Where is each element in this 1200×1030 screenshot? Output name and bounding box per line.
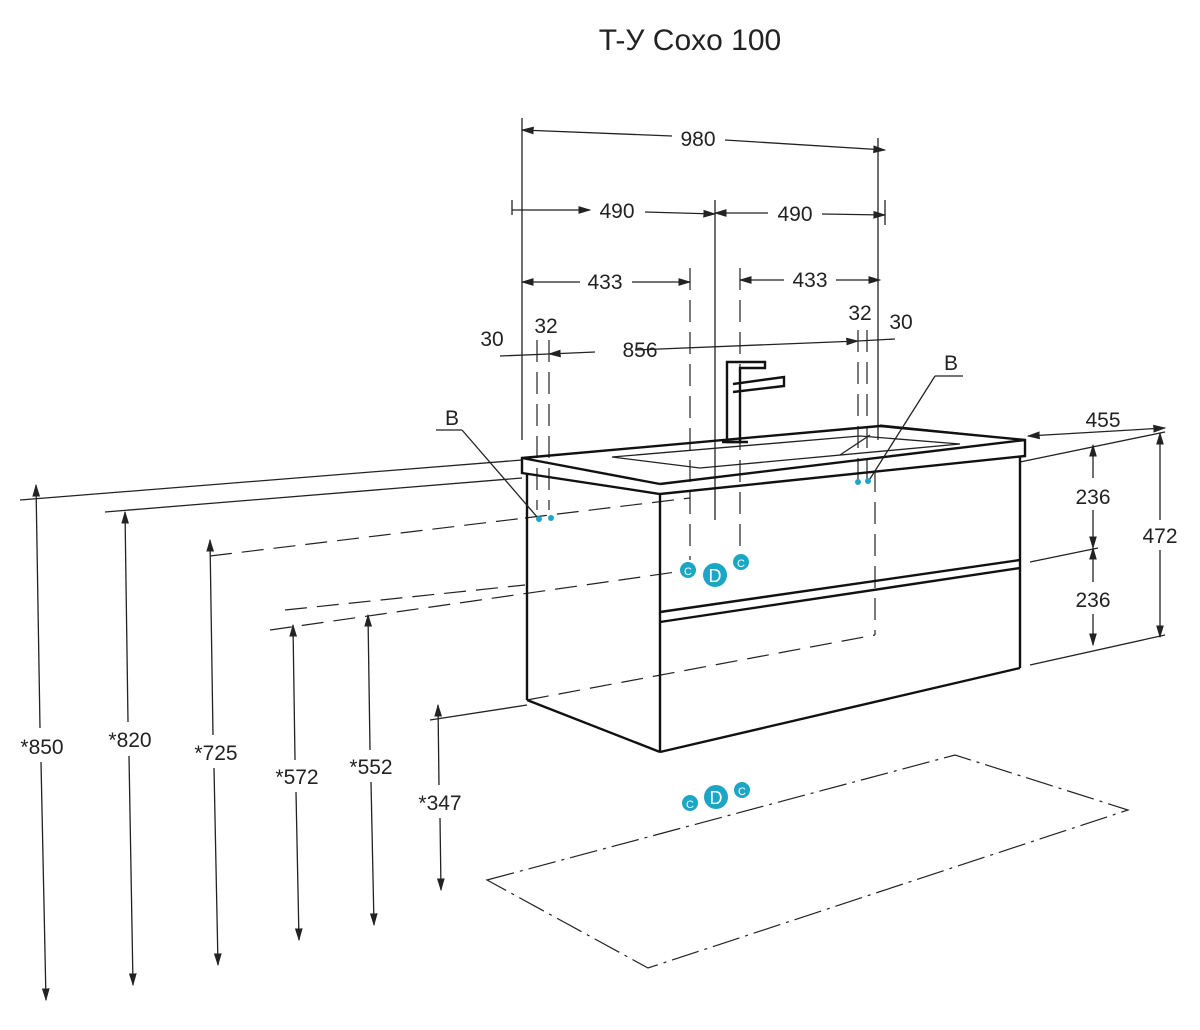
- dim-820: *820: [108, 729, 151, 752]
- dim-347: *347: [418, 792, 461, 815]
- svg-text:C: C: [684, 566, 692, 578]
- dim-572: *572: [275, 766, 318, 789]
- dim-433-left: 433: [587, 271, 622, 294]
- dim-490-right: 490: [777, 203, 812, 226]
- width-dimensions: 980 490 490 433 433 856 30 32 32 30: [480, 126, 913, 362]
- svg-text:B: B: [944, 352, 958, 375]
- svg-text:B: B: [445, 407, 459, 430]
- dim-455: 455: [1085, 409, 1120, 432]
- dim-32-left: 32: [534, 315, 557, 338]
- svg-text:C: C: [686, 799, 694, 811]
- dim-236-bottom: 236: [1075, 589, 1110, 612]
- faucet-icon: [722, 360, 786, 444]
- dim-980: 980: [680, 128, 715, 151]
- dim-490-left: 490: [599, 200, 634, 223]
- height-dimensions: *850 *820 *725 *572 *552 *347 472 236 23…: [20, 409, 1178, 1002]
- svg-text:D: D: [710, 788, 723, 808]
- dim-30-left: 30: [480, 328, 503, 351]
- dim-725: *725: [194, 742, 237, 765]
- floor-outline: [485, 754, 1130, 969]
- dim-850: *850: [20, 736, 63, 759]
- drawing-title: T-У Coxo 100: [599, 24, 781, 57]
- vanity-cabinet: [520, 424, 1027, 754]
- extension-lines: [511, 118, 886, 635]
- mounting-point-b-left: B: [436, 407, 554, 522]
- svg-text:C: C: [737, 558, 745, 570]
- mounting-point-b-right: B: [855, 352, 963, 485]
- svg-text:C: C: [738, 786, 746, 798]
- connection-markers-floor: C D C: [682, 782, 750, 811]
- dim-856: 856: [622, 339, 657, 362]
- dim-30-right: 30: [889, 311, 912, 334]
- connection-markers-wall: C D C: [680, 554, 749, 587]
- dim-32-right: 32: [848, 302, 871, 325]
- dim-433-right: 433: [792, 269, 827, 292]
- dim-236-top: 236: [1075, 486, 1110, 509]
- svg-text:D: D: [709, 566, 722, 586]
- dim-552: *552: [349, 756, 392, 779]
- dim-472: 472: [1142, 525, 1177, 548]
